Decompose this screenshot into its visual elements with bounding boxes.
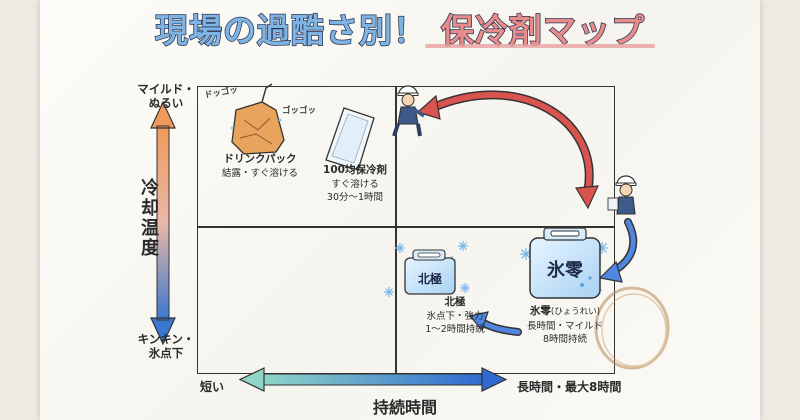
hokkyoku-pack-text: 北極	[417, 272, 442, 286]
quadrant-divider-vertical	[395, 86, 397, 374]
hyorei-desc-1: 長時間・マイルド	[526, 320, 603, 332]
hyorei-reading: (ひょうれい)	[550, 307, 601, 317]
blue-curved-arrow	[598, 218, 638, 283]
x-axis-right-label: 長時間・最大8時間	[517, 380, 622, 394]
title-underline	[425, 44, 655, 48]
quadrant-divider-horizontal	[197, 226, 615, 228]
blue-bottom-arrow	[468, 311, 522, 336]
hundred-yen-pack-name: 100均保冷剤	[323, 164, 387, 176]
hyorei-label: 氷零(ひょうれい) 長時間・マイルド 8時間持続	[511, 305, 619, 347]
drink-pack-icon	[230, 83, 285, 155]
coffee-stain	[594, 286, 670, 370]
hyorei-name: 氷零	[529, 305, 551, 317]
drink-pack-name: ドリンクパック	[223, 153, 297, 165]
hundred-yen-pack-desc-2: 30分〜1時間	[326, 192, 384, 203]
y-axis-top-label-line: ぬるい	[148, 96, 184, 110]
hyorei-name-line: 氷零(ひょうれい)	[511, 305, 619, 320]
y-axis-bottom-label-line: キンキン・	[137, 332, 195, 346]
x-axis-left-label: 短い	[200, 380, 225, 394]
sound-effect-text: ゴッゴッ	[282, 106, 317, 116]
hokkyoku-label: 北極 氷点下・強力 1〜2時間持続	[405, 296, 505, 337]
drink-pack-label: ドリンクパック 結露・すぐ溶ける	[210, 153, 310, 180]
drink-pack-desc: 結露・すぐ溶ける	[221, 167, 298, 179]
y-axis-title: 冷却温度	[138, 178, 159, 258]
x-axis-title: 持続時間	[372, 398, 437, 417]
hokkyoku-desc-2: 1〜2時間持続	[425, 324, 485, 335]
hokkyoku-desc-1: 氷点下・強力	[426, 310, 484, 322]
y-axis-top-label: マイルド・ ぬるい	[130, 82, 202, 110]
y-axis-arrow	[150, 100, 176, 346]
hundred-yen-pack-label: 100均保冷剤 すぐ溶ける 30分〜1時間	[305, 164, 405, 205]
worker-icon	[607, 175, 637, 215]
x-axis-arrow	[238, 367, 508, 392]
red-curved-arrow	[416, 90, 599, 210]
worker-icon	[392, 85, 425, 137]
y-axis-bottom-label-line: 氷点下	[148, 346, 184, 360]
y-axis-top-label-line: マイルド・	[137, 82, 195, 96]
hyorei-pack-text: 氷零	[547, 260, 583, 281]
gel-pack-icon	[325, 107, 375, 171]
hokkyoku-name: 北極	[444, 296, 466, 308]
ice-pack-icon	[384, 241, 470, 297]
hundred-yen-pack-desc-1: すぐ溶ける	[331, 178, 379, 190]
hyorei-desc-2: 8時間持続	[542, 334, 588, 345]
ice-pack-icon	[520, 227, 608, 299]
title-part-1: 現場の過酷さ別！	[154, 10, 427, 51]
y-axis-bottom-label: キンキン・ 氷点下	[128, 332, 204, 360]
